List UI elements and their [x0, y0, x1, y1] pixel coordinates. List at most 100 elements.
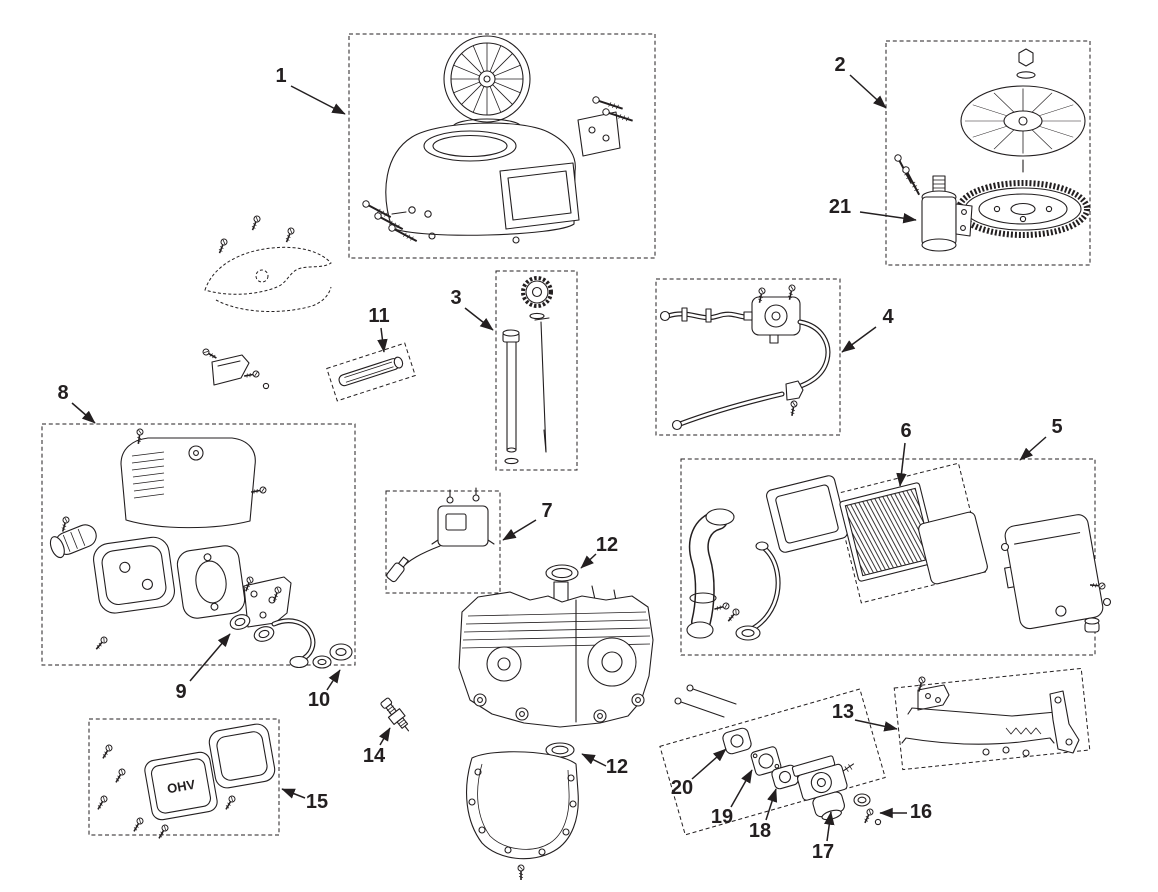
- callout-arrow-21: [859, 211, 917, 224]
- group-governor-linkage: [893, 667, 1091, 771]
- callout-arrow-19: [730, 769, 753, 808]
- linkage-clip: [1022, 749, 1030, 757]
- group-15-box: [88, 718, 280, 836]
- callout-label-16: 16: [910, 801, 932, 823]
- group-1-box: [348, 33, 656, 259]
- callout-arrow-10: [326, 669, 341, 691]
- group-3-box: [495, 270, 578, 471]
- callout-arrow-12a: [580, 553, 597, 569]
- throttle-rod: [901, 737, 1055, 745]
- blower-housing-icon: [385, 122, 580, 244]
- flywheel-icon: [960, 85, 1086, 157]
- spark-plug-wire: [399, 545, 441, 571]
- callout-label-12a: 12: [596, 534, 618, 556]
- callout-label-1: 1: [275, 65, 286, 87]
- callout-label-20: 20: [671, 777, 693, 799]
- callout-arrow-5: [1019, 436, 1047, 461]
- governor-spring: [1005, 727, 1042, 735]
- linkage-clip: [1002, 746, 1010, 754]
- air-cleaner-cover-icon: [1004, 514, 1104, 630]
- group-muffler: [41, 423, 356, 669]
- ring-gear-icon: [956, 180, 1090, 238]
- group-13-box: [893, 667, 1091, 771]
- fan-screen-icon: [443, 35, 531, 123]
- group-ignition-coil: [385, 487, 501, 594]
- carb-outer-gasket: [853, 793, 871, 807]
- callout-label-14: 14: [363, 745, 386, 767]
- valve-cover-gasket-icon: [208, 723, 276, 789]
- carb-spacer-icon: [750, 746, 782, 776]
- callout-label-13: 13: [832, 701, 854, 723]
- breather-hose-icon: [725, 541, 781, 641]
- callout-arrow-4: [841, 326, 877, 353]
- callout-arrow-13: [854, 719, 898, 732]
- callout-arrow-2: [849, 74, 887, 109]
- callout-label-19: 19: [711, 806, 733, 828]
- carb-mount-gasket-icon: [722, 727, 752, 755]
- group-16-box: [659, 688, 886, 836]
- callout-label-10: 10: [308, 689, 330, 711]
- group-oil-fill: [495, 270, 578, 471]
- callout-arrow-7: [502, 519, 537, 541]
- callout-arrow-1: [290, 85, 346, 115]
- group-7-box: [385, 490, 501, 594]
- cover-washer: [1102, 597, 1112, 607]
- group-flywheel: [885, 40, 1091, 266]
- hose-fitting: [659, 310, 671, 322]
- callout-arrow-18: [765, 788, 778, 821]
- elbow-fitting-icon: [785, 380, 804, 418]
- callout-label-11: 11: [368, 305, 389, 327]
- callout-arrow-14: [379, 727, 391, 746]
- exhaust-flange-icon: [312, 643, 353, 669]
- oil-cap-icon: [521, 276, 553, 308]
- callout-arrow-8: [71, 402, 96, 424]
- callout-label-8: 8: [57, 382, 68, 404]
- carb-screw: [874, 818, 882, 826]
- valve-cover-marking: OHV: [166, 777, 197, 797]
- ignition-coil-icon: [431, 487, 495, 547]
- group-fuel-pump: [655, 278, 841, 436]
- cap-washer: [529, 312, 545, 320]
- group-8-box: [41, 423, 356, 666]
- callout-label-5: 5: [1051, 416, 1062, 438]
- air-cleaner-base-icon: [766, 475, 848, 553]
- callout-arrow-3: [464, 307, 494, 331]
- hose-fitting: [671, 419, 683, 431]
- callout-arrow-20: [691, 748, 727, 780]
- sump-cover-icon: [466, 742, 579, 881]
- air-filter-icon: [839, 482, 939, 582]
- group-5-box: [680, 458, 1096, 656]
- callout-arrow-15: [281, 788, 306, 799]
- callout-label-17: 17: [812, 841, 834, 863]
- spark-plug-icon: [380, 697, 410, 732]
- muffler-gasket-plate-icon: [176, 545, 246, 619]
- hose-clamp: [681, 307, 688, 322]
- cover-knob-icon: [1084, 617, 1100, 633]
- callout-label-4: 4: [882, 306, 894, 328]
- group-11-box: [326, 342, 416, 402]
- exhaust-pipe-icon: [271, 618, 316, 669]
- group-breather-tube: [326, 342, 416, 402]
- starter-motor-icon: [892, 152, 973, 252]
- linkage-bracket-icon: [915, 675, 950, 711]
- callout-label-15: 15: [306, 791, 328, 813]
- exhaust-gaskets-icon: [229, 614, 275, 642]
- pre-cleaner-icon: [918, 511, 988, 585]
- oil-fill-tube-icon: [502, 329, 520, 465]
- plug-boot-icon: [386, 556, 409, 583]
- callout-label-21: 21: [829, 196, 851, 218]
- group-blower-housing: [348, 33, 656, 259]
- bell-crank-icon: [1049, 690, 1080, 754]
- callout-arrow-11: [377, 327, 388, 353]
- heat-shield-icon: [204, 214, 332, 312]
- muffler-bracket-icon: [242, 575, 292, 628]
- cover-screw: [1000, 542, 1010, 552]
- crankcase-icon: [458, 564, 654, 728]
- housing-bracket-icon: [577, 94, 635, 157]
- muffler-icon: [93, 536, 175, 614]
- callout-arrow-17: [824, 811, 835, 842]
- group-air-cleaner: [680, 458, 1112, 656]
- callout-label-2: 2: [834, 54, 845, 76]
